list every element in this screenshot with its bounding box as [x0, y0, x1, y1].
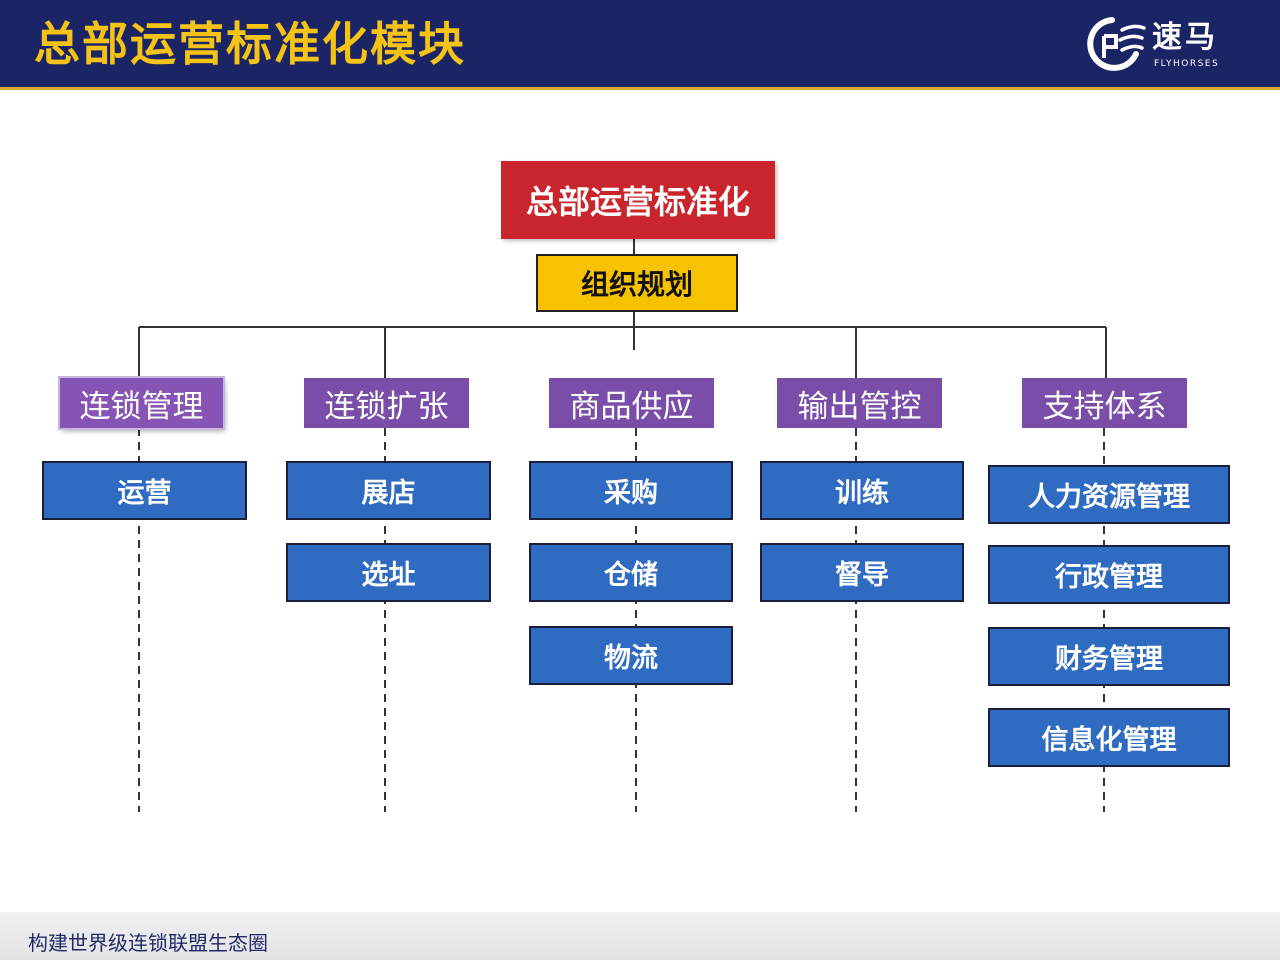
leaf-node: 信息化管理	[988, 708, 1230, 767]
leaf-node: 人力资源管理	[988, 465, 1230, 524]
leaf-node: 财务管理	[988, 627, 1230, 686]
horse-logo-icon	[1087, 17, 1146, 71]
leaf-node: 仓储	[529, 543, 733, 602]
footer-slogan: 构建世界级连锁联盟生态圈	[28, 931, 268, 955]
page-title: 总部运营标准化模块	[34, 17, 466, 71]
category-node-output-control: 输出管控	[777, 378, 942, 428]
footer-bar	[0, 912, 1280, 960]
logo-subtext: FLYHORSES	[1154, 59, 1220, 69]
leaf-node: 训练	[760, 461, 964, 520]
leaf-node: 展店	[286, 461, 491, 520]
category-node-chain-expansion: 连锁扩张	[304, 378, 469, 428]
header-bar: 总部运营标准化模块 速马 FLYHORSES	[0, 0, 1280, 90]
logo-text: 速马	[1152, 20, 1218, 55]
sub-node: 组织规划	[536, 254, 738, 312]
leaf-node: 行政管理	[988, 545, 1230, 604]
category-node-supply: 商品供应	[549, 378, 714, 428]
root-node: 总部运营标准化	[501, 161, 775, 239]
category-node-support-system: 支持体系	[1022, 378, 1187, 428]
category-node-chain-management: 连锁管理	[60, 378, 223, 428]
leaf-node: 物流	[529, 626, 733, 685]
leaf-node: 运营	[42, 461, 247, 520]
leaf-node: 督导	[760, 543, 964, 602]
leaf-node: 采购	[529, 461, 733, 520]
brand-logo: 速马 FLYHORSES	[1082, 14, 1242, 76]
leaf-node: 选址	[286, 543, 491, 602]
